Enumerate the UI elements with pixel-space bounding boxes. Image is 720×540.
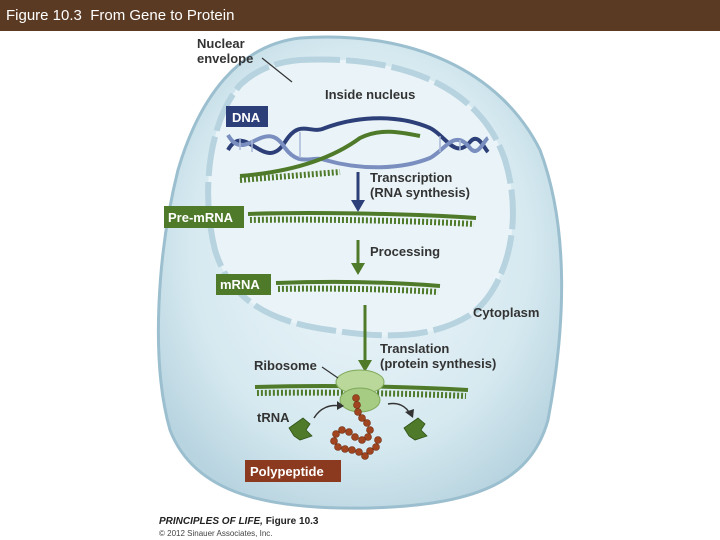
polypeptide-chain <box>330 394 382 460</box>
ribosome <box>335 369 385 413</box>
trna-left <box>288 417 313 441</box>
nuclear-envelope-pointer <box>261 57 293 83</box>
processing-arrow <box>351 240 365 275</box>
polypeptide-label-box <box>245 460 341 482</box>
dna-helix <box>226 116 490 170</box>
translation-arrow <box>358 305 372 372</box>
dna-label: DNA <box>232 110 261 125</box>
nuclear-envelope-label-2: envelope <box>197 51 253 66</box>
transcription-sub-label: (RNA synthesis) <box>370 185 470 200</box>
cytoplasm-label: Cytoplasm <box>473 305 539 320</box>
inside-nucleus-label: Inside nucleus <box>325 87 415 102</box>
trna-right <box>403 417 428 441</box>
trna-label: tRNA <box>257 410 290 425</box>
nuclear-envelope-label-1: Nuclear <box>197 36 245 51</box>
processing-label: Processing <box>370 244 440 259</box>
translation-sub-label: (protein synthesis) <box>380 356 496 371</box>
pre-mrna-label-box <box>164 206 244 228</box>
figure-title: Figure 10.3 From Gene to Protein <box>6 7 235 24</box>
caption-book: PRINCIPLES OF LIFE, <box>159 516 263 527</box>
translation-label: Translation <box>380 341 449 356</box>
copyright: © 2012 Sinauer Associates, Inc. <box>159 529 273 538</box>
caption-figure: Figure 10.3 <box>265 516 319 527</box>
figure-caption: PRINCIPLES OF LIFE, Figure 10.3 <box>159 516 319 527</box>
polypeptide-label: Polypeptide <box>250 464 324 479</box>
mrna-strand <box>275 280 441 288</box>
transcription-label: Transcription <box>370 170 452 185</box>
transcription-arrow <box>351 172 365 212</box>
title-bar: Figure 10.3 From Gene to Protein <box>0 0 720 31</box>
rna-transcript-strand <box>239 129 421 178</box>
mrna-label-box <box>216 274 271 295</box>
dna-label-box <box>226 106 268 127</box>
ribosome-label: Ribosome <box>254 358 317 373</box>
pre-mrna-strand <box>247 211 477 220</box>
pre-mrna-label: Pre-mRNA <box>168 210 234 225</box>
ribosome-pointer <box>321 366 339 379</box>
mrna-label: mRNA <box>220 277 260 292</box>
